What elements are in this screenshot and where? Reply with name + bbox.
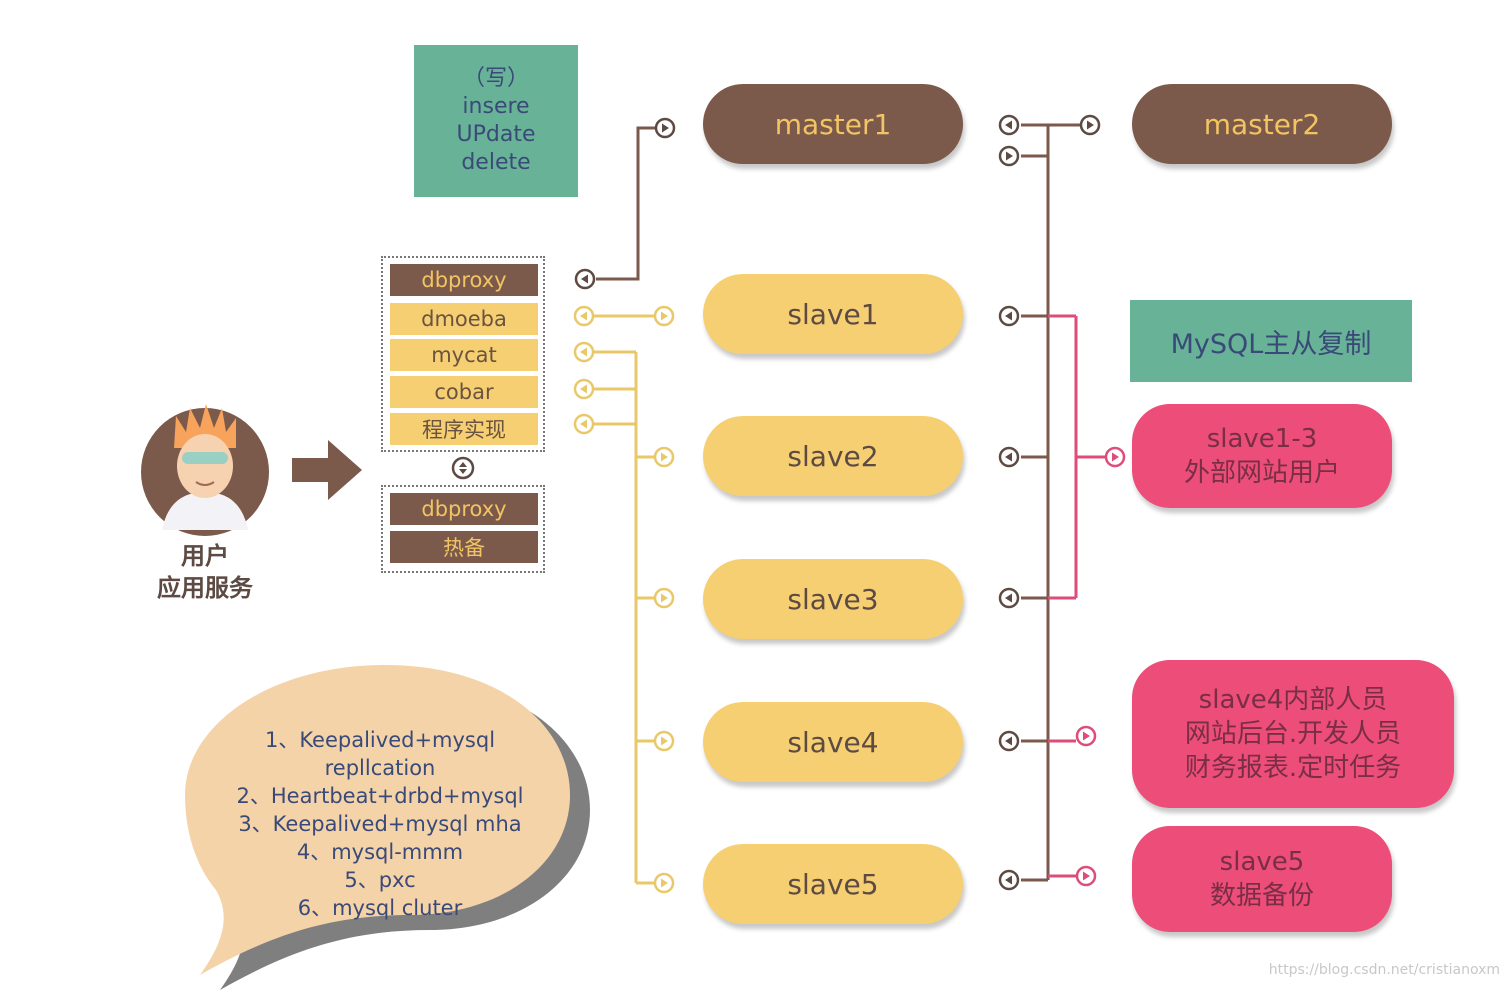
consumer-external-line-2: 外部网站用户: [1183, 458, 1340, 488]
consumer-backup-line-1: slave5: [1219, 847, 1305, 877]
marker-left-program: [573, 413, 595, 435]
marker-pink-backup: [1075, 865, 1097, 887]
marker-left-slave2: [998, 446, 1020, 468]
ha-item: repllcation: [324, 756, 436, 780]
slave1-node: slave1: [703, 274, 963, 354]
read-lines: [594, 314, 654, 885]
write-line-3: UPdate: [456, 122, 536, 147]
marker-pink-internal: [1075, 725, 1097, 747]
slave2-node: slave2: [703, 416, 963, 496]
marker-right-master1: [654, 117, 676, 139]
standby-item-hot: 热备: [390, 531, 538, 563]
consumer-internal-line-2: 网站后台.开发人员: [1184, 719, 1402, 749]
write-operations-box: （写） insere UPdate delete: [414, 45, 578, 197]
speech-bubble: [185, 665, 590, 990]
watermark: https://blog.csdn.net/cristianoxm: [1268, 962, 1500, 978]
ha-solutions-list: 1、Keepalived+mysql repllcation 2、Heartbe…: [215, 726, 545, 922]
replication-title: MySQL主从复制: [1130, 300, 1412, 382]
marker-left-slave4: [998, 730, 1020, 752]
consumer-internal-line-1: slave4内部人员: [1198, 685, 1388, 715]
marker-pink-external: [1104, 446, 1126, 468]
marker-left-slave3: [998, 587, 1020, 609]
slave5-node: slave5: [703, 844, 963, 924]
avatar: [141, 404, 269, 536]
marker-left-cobar: [573, 378, 595, 400]
proxy-item-mycat: mycat: [390, 339, 538, 371]
consumer-backup-line-2: 数据备份: [1209, 881, 1314, 911]
failover-icon: [451, 456, 475, 480]
consumer-backup: slave5 数据备份: [1132, 826, 1392, 932]
marker-right-slave5: [653, 872, 675, 894]
user-to-proxy-arrow: [292, 440, 362, 500]
marker-right-master1-in: [998, 145, 1020, 167]
marker-left-slave5: [998, 869, 1020, 891]
proxy-item-program: 程序实现: [390, 413, 538, 445]
ha-item: 4、mysql-mmm: [296, 840, 464, 864]
slave4-node: slave4: [703, 702, 963, 782]
marker-left-master1-out: [998, 114, 1020, 136]
marker-right-slave1: [653, 305, 675, 327]
user-label-line-1: 用户: [181, 542, 229, 570]
master1-node: master1: [703, 84, 963, 164]
slave3-node: slave3: [703, 559, 963, 639]
consumer-internal-line-3: 财务报表.定时任务: [1184, 753, 1402, 783]
marker-left-dmoeba: [573, 305, 595, 327]
consumer-lines: [1048, 314, 1105, 878]
proxy-item-cobar: cobar: [390, 376, 538, 408]
speech-bubble-body: [185, 665, 570, 975]
marker-left-mycat: [573, 341, 595, 363]
marker-right-slave4: [653, 730, 675, 752]
ha-item: 2、Heartbeat+drbd+mysql: [236, 784, 524, 808]
ha-item: 1、Keepalived+mysql: [264, 728, 496, 752]
marker-left-slave1: [998, 305, 1020, 327]
consumer-external-line-1: slave1-3: [1206, 424, 1318, 454]
proxy-item-dbproxy: dbproxy: [390, 264, 538, 296]
marker-left-proxy-master: [574, 268, 596, 290]
proxy-group-standby: dbproxy 热备: [381, 485, 545, 573]
proxy-item-dmoeba: dmoeba: [390, 303, 538, 335]
consumer-internal: slave4内部人员 网站后台.开发人员 财务报表.定时任务: [1132, 660, 1454, 808]
consumer-external: slave1-3 外部网站用户: [1132, 404, 1392, 508]
master2-node: master2: [1132, 84, 1392, 164]
marker-right-master2: [1079, 114, 1101, 136]
replication-lines: [596, 123, 1080, 882]
write-line-1: （写）: [462, 66, 529, 91]
standby-item-dbproxy: dbproxy: [390, 493, 538, 525]
user-label: 用户 应用服务: [140, 540, 270, 604]
proxy-group-primary: dbproxy dmoeba mycat cobar 程序实现: [381, 256, 545, 452]
write-line-4: delete: [461, 150, 531, 175]
marker-right-slave2: [653, 446, 675, 468]
ha-item: 3、Keepalived+mysql mha: [238, 812, 522, 836]
marker-right-slave3: [653, 587, 675, 609]
ha-item: 5、pxc: [344, 868, 416, 892]
write-line-2: insere: [462, 94, 530, 119]
ha-item: 6、mysql cluter: [297, 896, 463, 920]
user-label-line-2: 应用服务: [157, 574, 253, 602]
